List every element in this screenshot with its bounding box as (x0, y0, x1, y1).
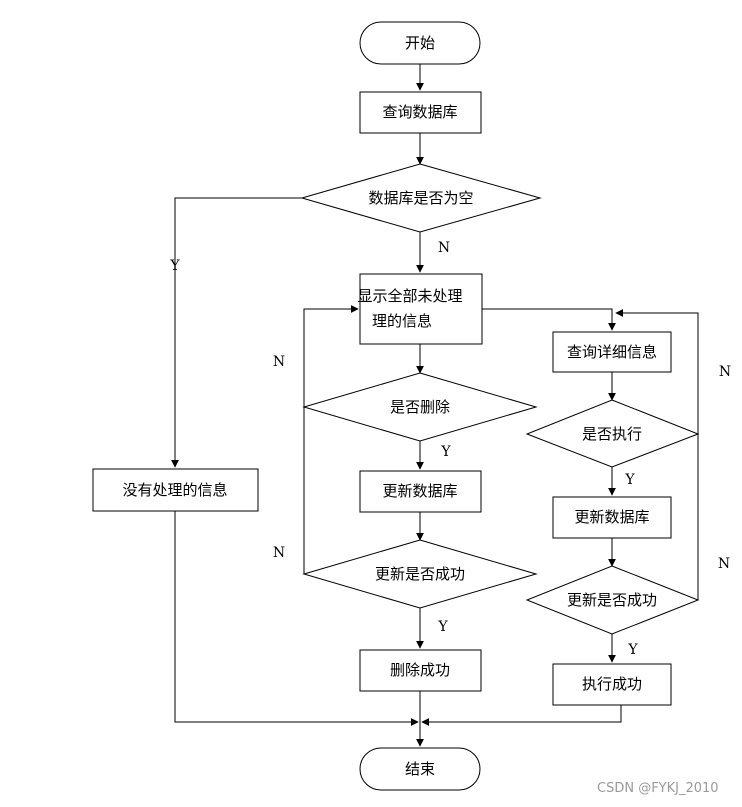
edge-label-execute-no: N (719, 364, 731, 380)
edge-show-to-detail (482, 308, 616, 331)
edge-empty-yes (171, 197, 302, 468)
show-unprocessed-label-line1: 显示全部未处理 (357, 287, 462, 305)
end-terminator (359, 747, 481, 791)
execute-decision-label: 是否执行 (582, 425, 642, 443)
edge-no-info-to-merge (174, 511, 419, 726)
update-success-right-decision (525, 565, 700, 635)
edge-label-delete-yes: Y (440, 444, 451, 460)
start-terminator (359, 21, 481, 65)
query-db-box (359, 91, 482, 134)
edge-label-update-left-no: N (273, 545, 285, 561)
delete-decision-label: 是否删除 (390, 398, 450, 416)
edge-label-update-right-yes: Y (627, 642, 638, 658)
edge-label-execute-yes: Y (624, 472, 635, 488)
db-empty-decision (300, 163, 542, 233)
edge-label-update-right-no: N (718, 556, 730, 572)
edge-label-empty-no: N (438, 240, 450, 256)
update-success-left-label: 更新是否成功 (375, 565, 465, 583)
query-detail-label: 查询详细信息 (567, 343, 657, 361)
query-detail-box (552, 331, 672, 373)
edge-execute-success-to-merge (421, 705, 622, 726)
no-info-box (92, 468, 259, 512)
delete-success-box (359, 649, 482, 692)
update-db-right-label: 更新数据库 (574, 508, 649, 526)
db-empty-label: 数据库是否为空 (368, 189, 473, 207)
edge-delete-no (303, 305, 359, 407)
edge-execute-no (615, 309, 699, 434)
edge-label-delete-no: N (273, 354, 285, 370)
execute-decision (525, 399, 700, 468)
update-db-right-box (552, 496, 672, 539)
watermark: CSDN @FYKJ_2010 (597, 781, 719, 796)
update-success-left-decision (302, 539, 538, 609)
end-label: 结束 (405, 760, 435, 778)
no-info-label: 没有处理的信息 (122, 481, 227, 499)
execute-success-label: 执行成功 (582, 675, 642, 693)
start-label: 开始 (405, 34, 435, 52)
update-db-left-label: 更新数据库 (382, 482, 457, 500)
edge-label-empty-yes: Y (169, 258, 180, 274)
delete-success-label: 删除成功 (390, 661, 450, 679)
show-unprocessed-box (359, 273, 483, 345)
query-db-label: 查询数据库 (382, 103, 457, 121)
execute-success-box (552, 663, 672, 706)
delete-decision (302, 372, 538, 442)
update-success-right-label: 更新是否成功 (567, 591, 657, 609)
edge-label-update-left-yes: Y (437, 619, 448, 635)
update-db-left-box (359, 470, 482, 513)
show-unprocessed-label-line2: 理的信息 (372, 312, 432, 330)
